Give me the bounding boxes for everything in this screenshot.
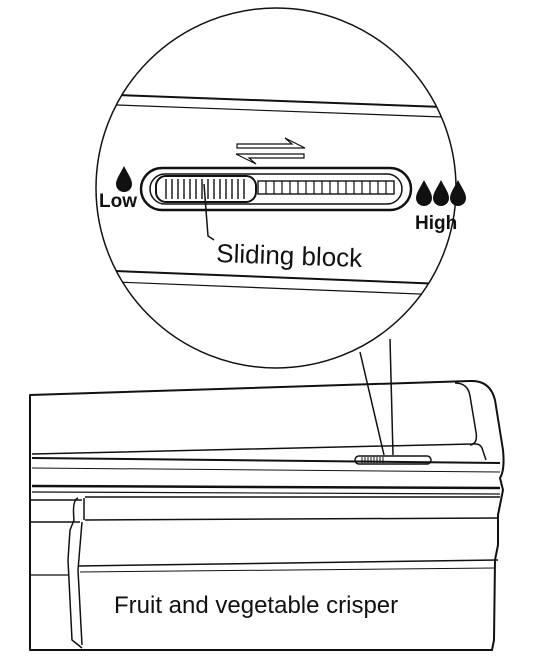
sliding-block-leader xyxy=(203,183,215,241)
drawer-front-panel xyxy=(67,497,83,649)
sliding-block-label: Sliding block xyxy=(216,238,364,273)
water-drop-icon xyxy=(433,180,449,206)
water-drop-icon xyxy=(416,180,432,206)
cover-bottom-line xyxy=(96,269,456,286)
cover-top-line xyxy=(96,93,456,109)
sliding-block[interactable] xyxy=(155,175,257,203)
lid-edge xyxy=(31,443,487,461)
double-arrow-icon xyxy=(235,137,306,165)
low-label: Low xyxy=(99,191,137,212)
water-drop-icon xyxy=(116,166,132,192)
cover-band-top xyxy=(31,457,501,464)
callout-leaders xyxy=(359,338,394,456)
lid-slider-ribs xyxy=(361,457,384,463)
drawer-outline xyxy=(29,379,505,651)
high-drops xyxy=(416,180,466,206)
slider-track-ribs xyxy=(257,180,395,195)
crisper-drawer xyxy=(29,379,505,651)
crisper-label: Fruit and vegetable crisper xyxy=(114,592,398,619)
humidity-slider xyxy=(139,166,413,241)
high-label: High xyxy=(415,213,457,234)
lid-slider-slot xyxy=(354,455,432,465)
magnified-view: Low High Sliding block xyxy=(95,7,466,369)
water-drop-icon xyxy=(450,180,466,206)
cover-band-bottom xyxy=(31,484,501,490)
